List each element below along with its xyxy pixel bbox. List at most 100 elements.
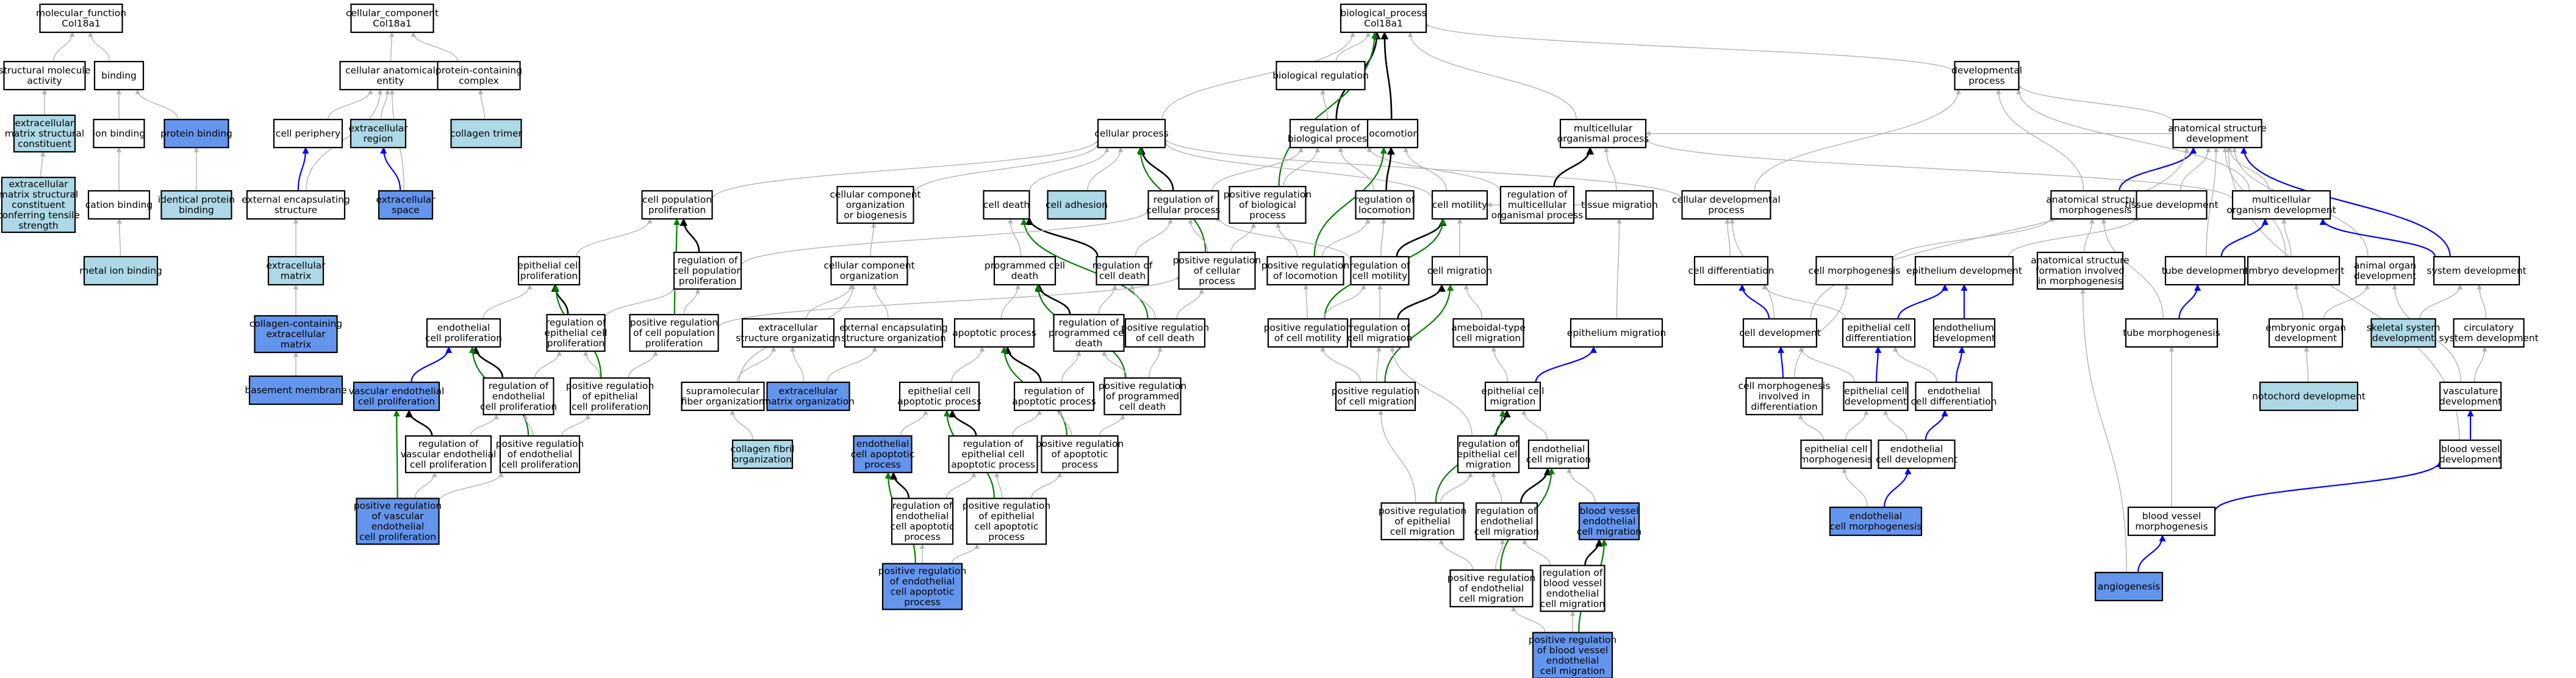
node-epimig[interactable]: epithelium migration <box>1567 318 1666 348</box>
node-tissdev[interactable]: tissue development <box>2125 190 2219 220</box>
node-metalb[interactable]: metal ion binding <box>79 255 162 286</box>
node-cellper[interactable]: cell periphery <box>273 118 343 149</box>
node-ionb[interactable]: ion binding <box>93 118 145 149</box>
node-celldev[interactable]: cell development <box>1739 318 1821 348</box>
node-celldeath[interactable]: cell death <box>983 190 1030 220</box>
node-cellmig[interactable]: cell migration <box>1427 255 1492 286</box>
node-cationb[interactable]: cation binding <box>85 190 152 220</box>
node-protb[interactable]: protein binding <box>160 118 232 149</box>
node-celldiff[interactable]: cell differentiation <box>1688 255 1774 286</box>
node-sysdev[interactable]: system development <box>2427 255 2527 286</box>
node-tissmig[interactable]: tissue migration <box>1581 190 1658 220</box>
node-cellmorph[interactable]: cell morphogenesis <box>1809 255 1901 286</box>
node-embryodev[interactable]: embryo development <box>2243 255 2345 286</box>
node-tubedev[interactable]: tube development <box>2162 255 2248 286</box>
node-cellproc[interactable]: cellular process <box>1094 118 1169 149</box>
node-angiogenesis[interactable]: angiogenesis <box>2094 571 2164 602</box>
node-apoptproc[interactable]: apoptotic process <box>952 318 1036 348</box>
node-tubemorph[interactable]: tube morphogenesis <box>2123 318 2220 348</box>
node-celladh[interactable]: cell adhesion <box>1046 190 1108 220</box>
node-epidev[interactable]: epithelium development <box>1906 255 2022 286</box>
node-coltri[interactable]: collagen trimer <box>450 118 523 149</box>
